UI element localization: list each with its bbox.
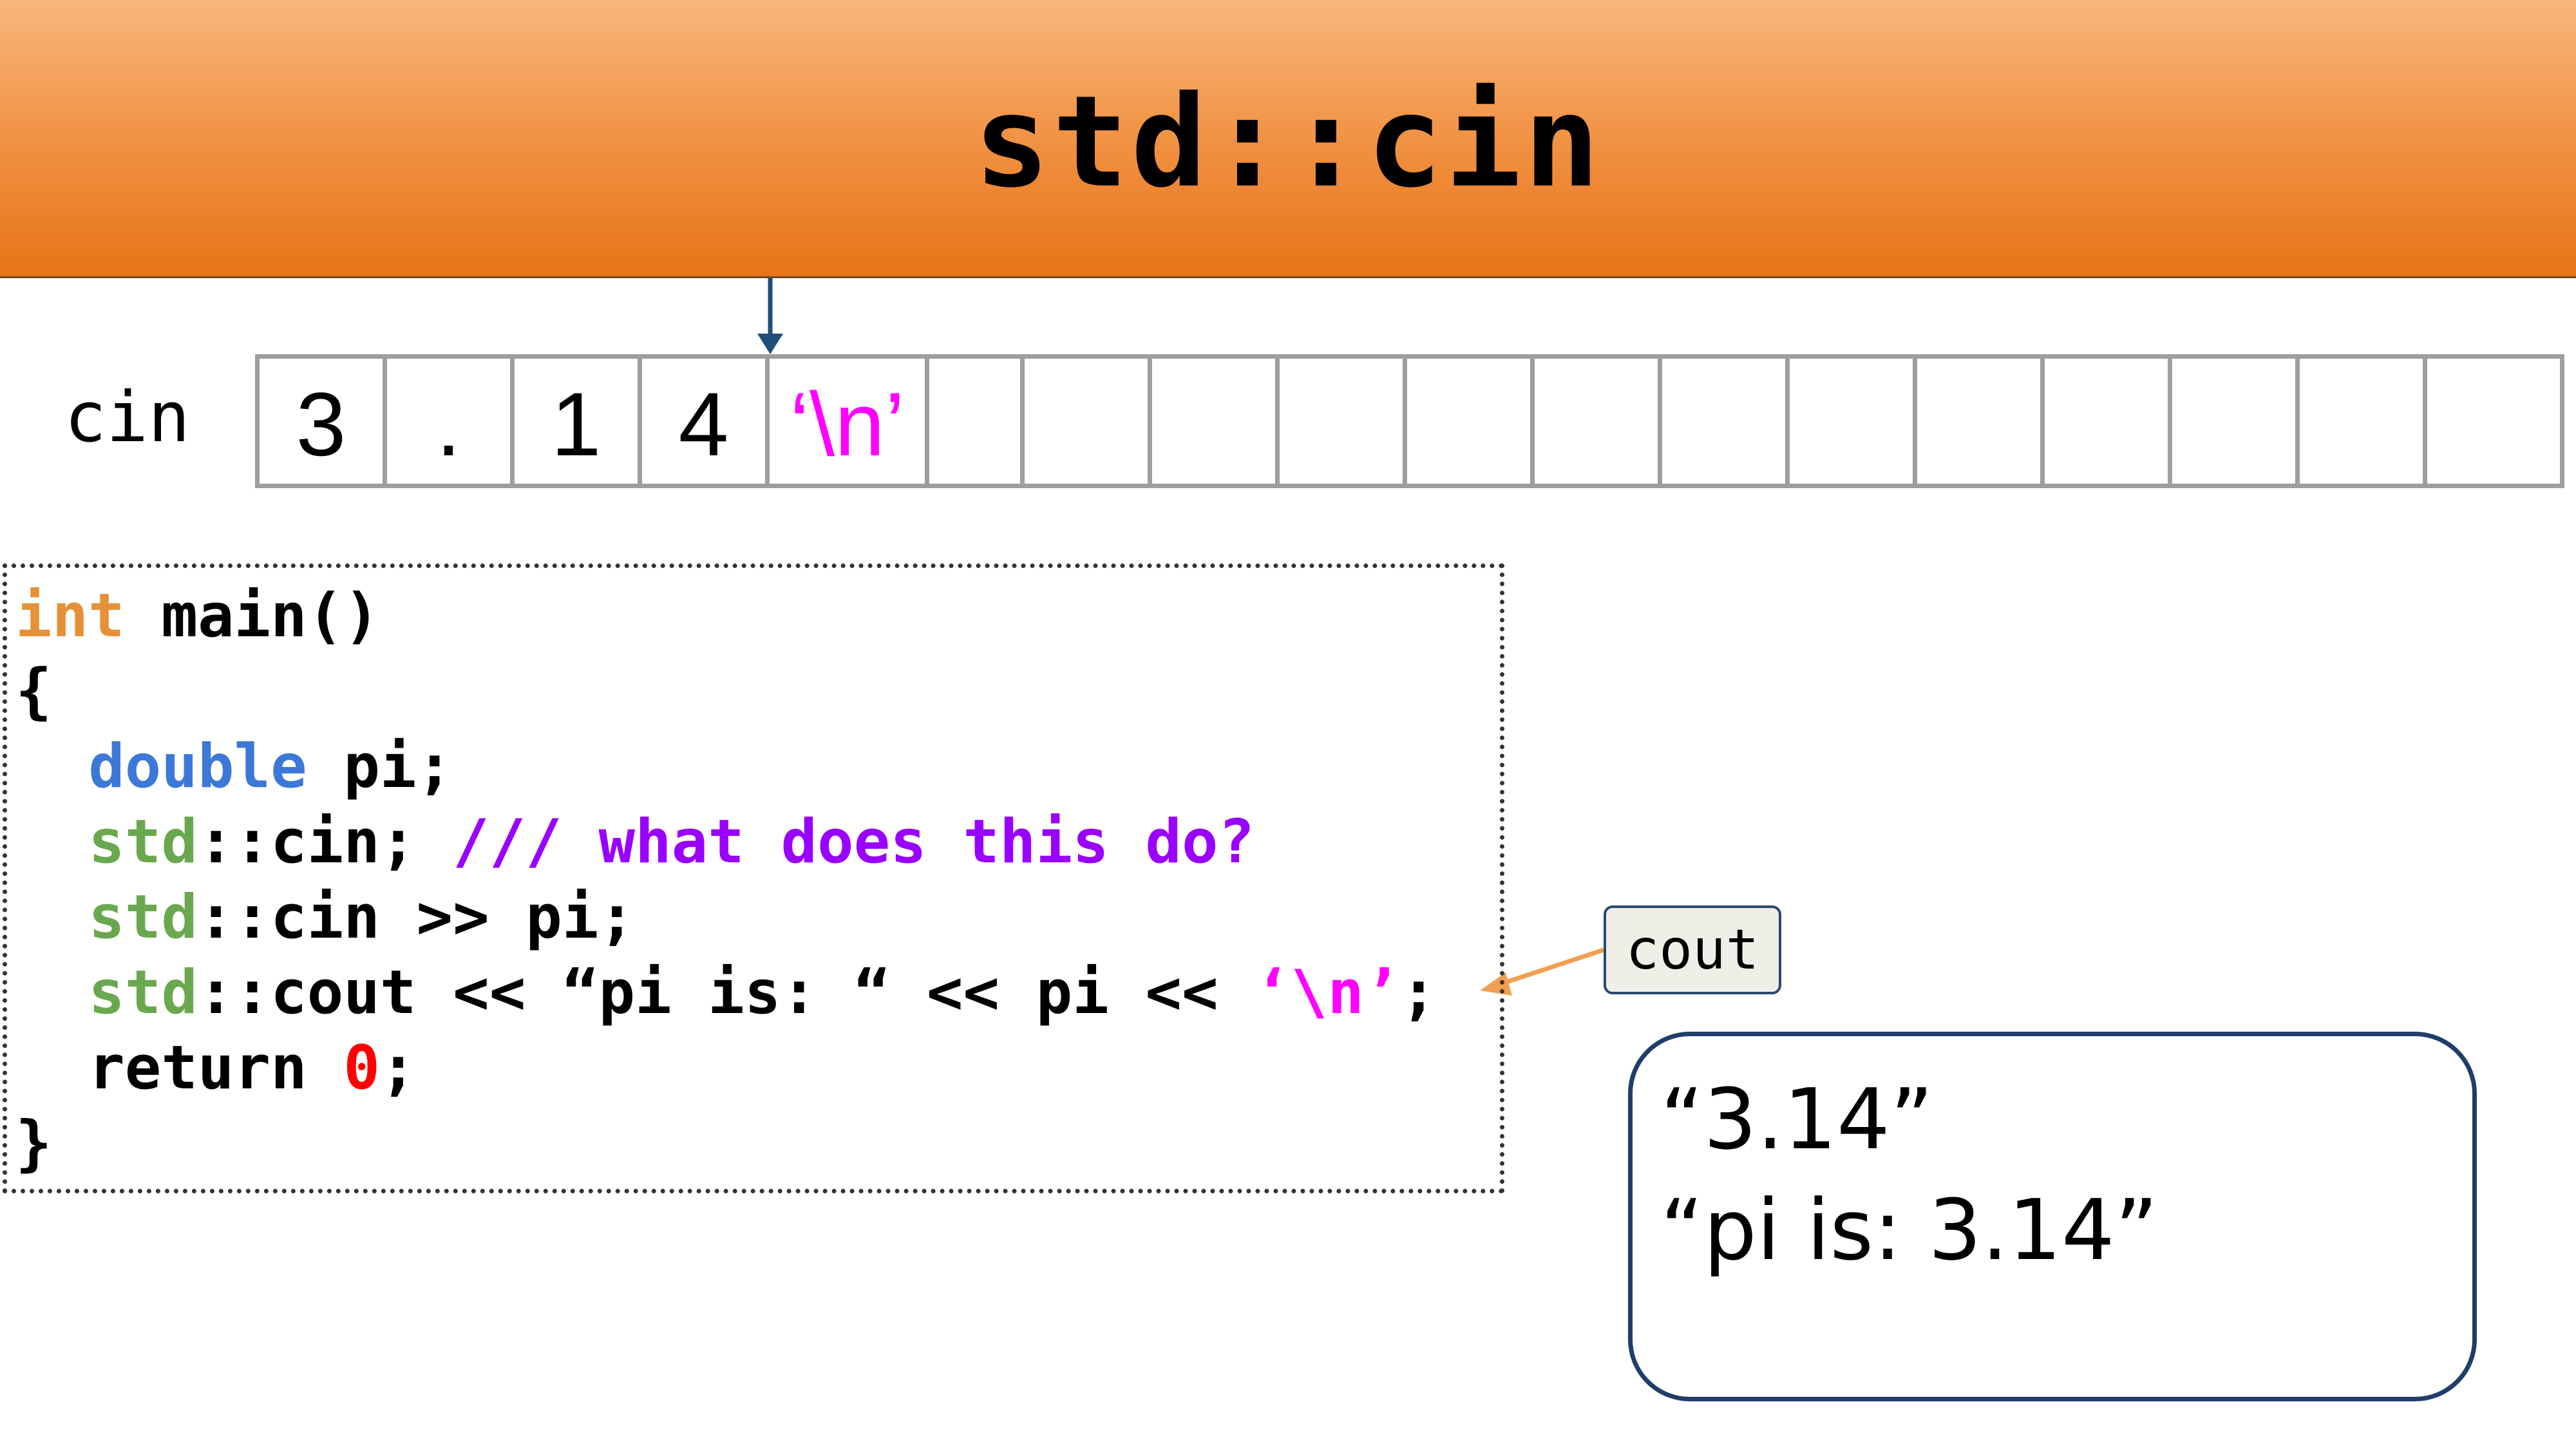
buffer-cell (2300, 359, 2427, 484)
code-token: main() (124, 581, 380, 651)
code-token: int (15, 581, 125, 651)
buffer-cell: 1 (515, 359, 642, 484)
buffer-cell (2427, 359, 2555, 484)
read-pointer-arrowhead (757, 334, 783, 354)
buffer-cell (1280, 359, 1407, 484)
buffer-cell: 3 (260, 359, 387, 484)
output-line: “pi is: 3.14” (1660, 1181, 2159, 1279)
code-line: std::cin; /// what does this do? (15, 804, 1437, 880)
code-line: } (15, 1106, 1437, 1181)
code-token: pi; (307, 732, 453, 802)
buffer-cell (1407, 359, 1535, 484)
buffer-cell (2172, 359, 2300, 484)
code-token (15, 732, 88, 802)
buffer-cell: ‘\n’ (770, 359, 929, 484)
buffer-cell (1917, 359, 2045, 484)
code-token: std (88, 882, 198, 952)
code-token: ::cout << “pi is: “ << pi << (197, 958, 1255, 1028)
code-token: std (88, 958, 198, 1028)
cout-tag: cout (1604, 905, 1781, 994)
output-lines: “3.14” “pi is: 3.14” (1660, 1064, 2158, 1285)
output-box (1628, 1032, 2477, 1401)
code-line: std::cout << “pi is: “ << pi << ‘\n’; (15, 955, 1437, 1030)
title-banner (0, 0, 2576, 278)
code-token: } (15, 1108, 52, 1179)
code-token: ; (1400, 958, 1437, 1028)
buffer-cell (1662, 359, 1790, 484)
buffer-cell (1790, 359, 1917, 484)
code-token: ‘\n’ (1255, 958, 1401, 1028)
output-line: “3.14” (1660, 1070, 1934, 1168)
code-line: double pi; (15, 729, 1437, 804)
code-token: ::cin; (197, 807, 453, 877)
buffer-cell (1152, 359, 1280, 484)
code-token: double (88, 732, 307, 802)
code-token: 0 (343, 1033, 380, 1103)
code-token: return (15, 1033, 344, 1103)
buffer-cell: 4 (642, 359, 770, 484)
code-line: return 0; (15, 1030, 1437, 1106)
code-line: int main() (15, 578, 1437, 654)
buffer-cell (929, 359, 1025, 484)
page-title: std::cin (973, 69, 1602, 216)
code-token: ::cin >> pi; (197, 882, 636, 952)
buffer-cell: . (387, 359, 515, 484)
code-token: ; (379, 1033, 417, 1103)
code-token: { (15, 656, 52, 726)
code-line: { (15, 654, 1437, 729)
buffer-cell (1535, 359, 1662, 484)
code-box (3, 564, 1504, 1193)
code-listing: int main(){ double pi; std::cin; /// wha… (15, 578, 1437, 1181)
code-token (15, 807, 88, 877)
buffer-cell (1025, 359, 1152, 484)
buffer-cell (2045, 359, 2172, 484)
code-token: std (88, 807, 198, 877)
code-token: /// what does this do? (453, 807, 1255, 877)
code-token (15, 958, 88, 1028)
cout-arrow (1503, 947, 1605, 985)
buffer-label: cin (64, 377, 191, 458)
code-token (15, 882, 88, 952)
code-line: std::cin >> pi; (15, 880, 1437, 955)
